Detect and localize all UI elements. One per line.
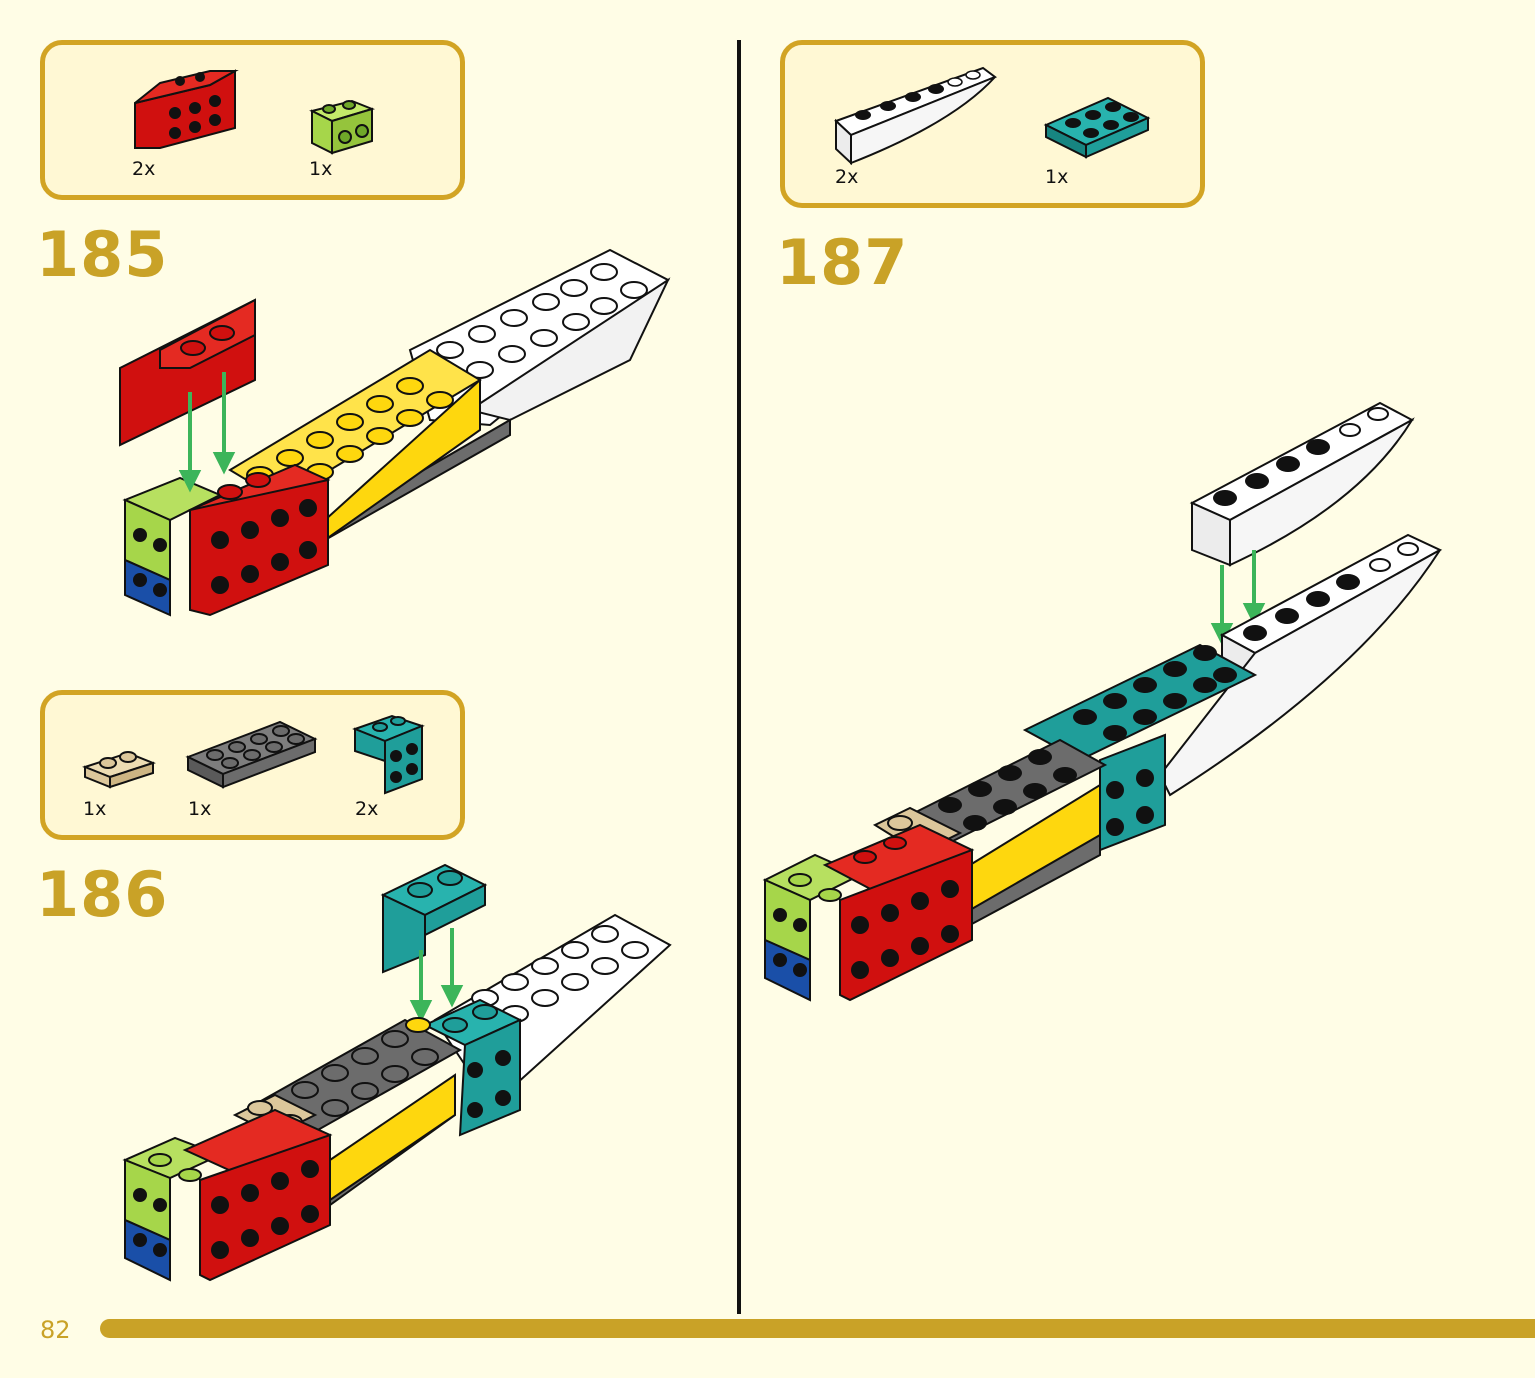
step-187-model-illustration: [762, 401, 1443, 1002]
step-186-part-3-qty: 2x: [355, 798, 379, 820]
step-185-part-2-qty: 1x: [309, 158, 333, 180]
step-186-part-1-qty: 1x: [83, 798, 107, 820]
step-186-model-illustration: [122, 863, 672, 1282]
step-185-model-illustration: [119, 248, 671, 617]
step-187-part-1-qty: 2x: [835, 166, 859, 188]
step-number-186: 186: [36, 858, 169, 931]
white-slope-part-icon: [834, 66, 998, 166]
step-185-part-1-qty: 2x: [132, 158, 156, 180]
parts-box-step-185: 2x 1x: [40, 40, 465, 200]
red-bracket-part-icon: [134, 69, 239, 149]
lime-brick-part-icon: [309, 99, 376, 155]
page-column-divider: [737, 40, 741, 1314]
step-187-part-2-qty: 1x: [1045, 166, 1069, 188]
parts-box-step-187: 2x 1x: [780, 40, 1205, 208]
tan-plate-part-icon: [82, 751, 156, 789]
step-number-185: 185: [36, 218, 169, 291]
footer-accent-bar: [100, 1319, 1535, 1338]
parts-box-step-186: 1x 1x 2x: [40, 690, 465, 840]
page-number: 82: [40, 1316, 71, 1344]
teal-plate-part-icon: [1043, 96, 1151, 159]
teal-bracket-part-icon: [352, 714, 425, 795]
dark-gray-plate-part-icon: [185, 720, 318, 789]
step-186-part-2-qty: 1x: [188, 798, 212, 820]
step-number-187: 187: [776, 226, 909, 299]
